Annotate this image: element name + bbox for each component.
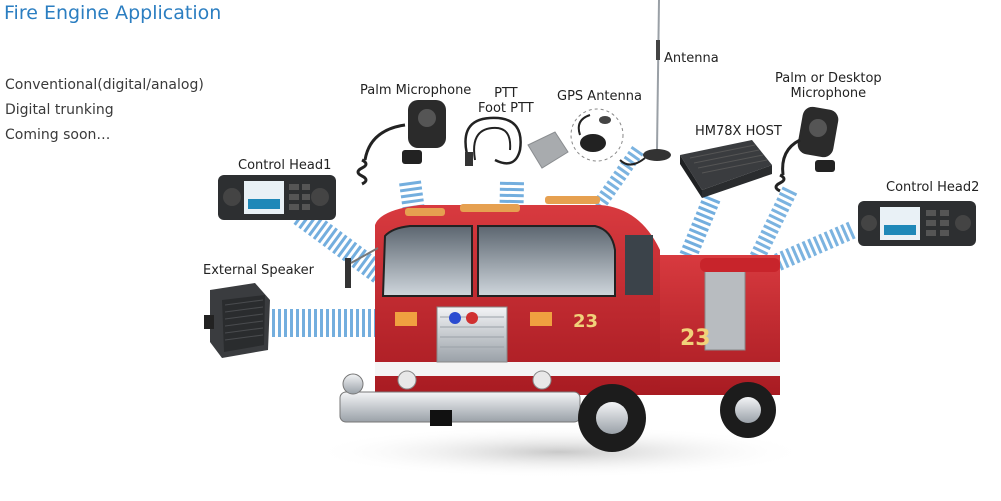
- note-digital-trunking: Digital trunking: [5, 102, 114, 118]
- label-palm-microphone: Palm Microphone: [360, 83, 472, 98]
- fire-truck: 23 23: [339, 196, 780, 452]
- label-control-head1: Control Head1: [238, 158, 332, 173]
- ptt-device: [464, 116, 569, 169]
- desktop-microphone-device: [774, 106, 839, 193]
- label-ptt-line1: PTT: [494, 86, 518, 101]
- truck-bumper: [339, 391, 581, 423]
- palm-microphone-device: [356, 100, 446, 186]
- label-ptt-line2: Foot PTT: [478, 101, 534, 116]
- control-head2-device: [858, 201, 976, 246]
- truck-number-side: 23: [680, 326, 711, 351]
- beam-control-head2: [756, 221, 856, 279]
- antenna-device: [619, 0, 671, 166]
- label-palm-desktop-line1: Palm or Desktop: [775, 71, 882, 86]
- truck-windshield-left: [381, 225, 473, 297]
- gps-antenna-device: [570, 108, 624, 162]
- host-device: [680, 140, 772, 198]
- truck-shadow: [310, 426, 810, 478]
- control-head1-device: [218, 175, 336, 220]
- label-palm-or-desktop-microphone: Palm or Desktop Microphone: [775, 71, 882, 101]
- mode-notes: Conventional(digital/analog) Digital tru…: [5, 73, 204, 148]
- label-external-speaker: External Speaker: [203, 263, 314, 278]
- page-title: Fire Engine Application: [4, 2, 222, 24]
- truck-windshield-right: [477, 225, 616, 297]
- note-conventional: Conventional(digital/analog): [5, 77, 204, 93]
- label-antenna: Antenna: [664, 51, 719, 66]
- label-control-head2: Control Head2: [886, 180, 980, 195]
- label-palm-desktop-line2: Microphone: [790, 86, 867, 101]
- external-speaker-device: [204, 283, 270, 358]
- label-hm78x-host: HM78X HOST: [695, 124, 782, 139]
- label-gps-antenna: GPS Antenna: [557, 89, 642, 104]
- label-ptt: PTT Foot PTT: [478, 86, 534, 116]
- truck-number-front: 23: [573, 311, 598, 332]
- note-coming-soon: Coming soon…: [5, 127, 111, 143]
